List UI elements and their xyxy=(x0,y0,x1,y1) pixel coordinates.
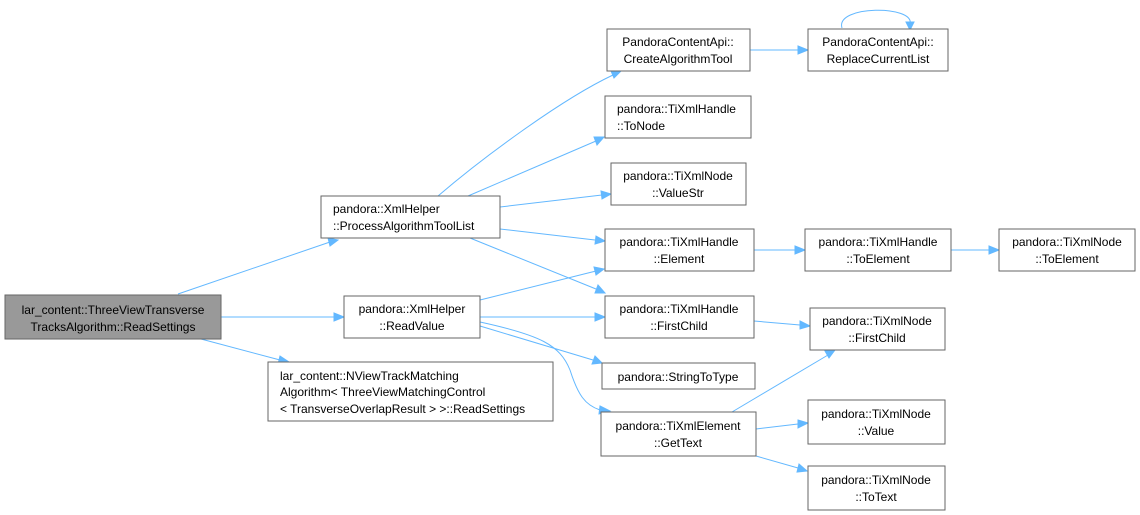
node-node-to-element-line-2: ::ToElement xyxy=(1035,252,1099,266)
node-node-value[interactable]: pandora::TiXmlNode ::Value xyxy=(807,399,946,445)
node-node-first-child[interactable]: pandora::TiXmlNode ::FirstChild xyxy=(809,307,946,351)
node-root[interactable]: lar_content::ThreeViewTransverse TracksA… xyxy=(4,294,222,340)
node-handle-to-element-line-1: pandora::TiXmlHandle xyxy=(819,235,938,249)
node-nview-read-settings-line-1: lar_content::NViewTrackMatching xyxy=(280,369,459,383)
node-create-algorithm-tool-line-2: CreateAlgorithmTool xyxy=(624,52,733,66)
node-node-value-line-2: ::Value xyxy=(858,424,895,438)
node-node-to-text-line-2: ::ToText xyxy=(855,490,897,504)
node-node-to-text[interactable]: pandora::TiXmlNode ::ToText xyxy=(807,465,946,511)
node-element-line-1: pandora::TiXmlHandle xyxy=(620,235,739,249)
edge-process-to-create-tool xyxy=(437,70,623,197)
node-process-tool-list-line-1: pandora::XmlHelper xyxy=(333,202,440,216)
edge-process-to-value-str xyxy=(499,190,613,208)
node-handle-first-child-line-2: ::FirstChild xyxy=(650,319,707,333)
node-root-line-1: lar_content::ThreeViewTransverse xyxy=(22,303,205,317)
node-to-node-line-2: ::ToNode xyxy=(617,119,665,133)
edge-root-to-read-value xyxy=(221,312,346,322)
edge-read-value-to-handle-first-child xyxy=(480,312,607,322)
node-replace-current-list[interactable]: PandoraContentApi:: ReplaceCurrentList xyxy=(807,28,949,72)
node-string-to-type-line-1: pandora::StringToType xyxy=(618,370,739,384)
node-string-to-type[interactable]: pandora::StringToType xyxy=(601,362,756,390)
node-read-value[interactable]: pandora::XmlHelper ::ReadValue xyxy=(343,295,481,339)
node-handle-to-element[interactable]: pandora::TiXmlHandle ::ToElement xyxy=(804,228,952,272)
node-root-line-2: TracksAlgorithm::ReadSettings xyxy=(31,320,196,334)
node-create-algorithm-tool-line-1: PandoraContentApi:: xyxy=(622,35,733,49)
node-handle-first-child[interactable]: pandora::TiXmlHandle ::FirstChild xyxy=(604,295,755,339)
edge-get-text-to-node-value xyxy=(755,419,810,430)
node-node-first-child-line-1: pandora::TiXmlNode xyxy=(822,314,932,328)
node-get-text-line-2: ::GetText xyxy=(654,436,703,450)
edge-process-to-handle-first-child xyxy=(469,237,607,294)
edge-create-tool-to-replace-list xyxy=(750,45,810,55)
edge-read-value-to-element xyxy=(479,266,606,301)
edge-get-text-to-node-to-text xyxy=(755,455,809,473)
node-value-str[interactable]: pandora::TiXmlNode ::ValueStr xyxy=(610,162,747,206)
node-create-algorithm-tool[interactable]: PandoraContentApi:: CreateAlgorithmTool xyxy=(606,28,751,72)
node-read-value-line-1: pandora::XmlHelper xyxy=(359,302,466,316)
edge-replace-list-self-loop xyxy=(841,9,915,32)
node-node-to-text-line-1: pandora::TiXmlNode xyxy=(821,473,931,487)
node-value-str-line-1: pandora::TiXmlNode xyxy=(623,169,733,183)
node-node-first-child-line-2: ::FirstChild xyxy=(848,331,905,345)
edge-root-to-process-tool-list xyxy=(177,237,340,295)
node-nview-read-settings[interactable]: lar_content::NViewTrackMatching Algorith… xyxy=(267,361,554,422)
node-element-line-2: ::Element xyxy=(654,252,705,266)
node-node-value-line-1: pandora::TiXmlNode xyxy=(821,407,931,421)
node-handle-first-child-line-1: pandora::TiXmlHandle xyxy=(620,302,739,316)
node-nview-read-settings-line-2: Algorithm< ThreeViewMatchingControl xyxy=(280,385,485,399)
node-replace-current-list-line-1: PandoraContentApi:: xyxy=(822,35,933,49)
node-process-tool-list-line-2: ::ProcessAlgorithmToolList xyxy=(333,219,475,233)
node-to-node-line-1: pandora::TiXmlHandle xyxy=(617,102,736,116)
node-process-tool-list[interactable]: pandora::XmlHelper ::ProcessAlgorithmToo… xyxy=(320,195,501,239)
edge-handle-to-element-to-node-to-element xyxy=(951,245,1001,255)
node-replace-current-list-line-2: ReplaceCurrentList xyxy=(827,52,930,66)
node-value-str-line-2: ::ValueStr xyxy=(652,186,704,200)
edge-read-value-to-string-to-type xyxy=(479,325,604,365)
node-node-to-element[interactable]: pandora::TiXmlNode ::ToElement xyxy=(998,228,1136,272)
node-to-node[interactable]: pandora::TiXmlHandle ::ToNode xyxy=(604,95,752,139)
edge-handle-first-child-to-node-first-child xyxy=(753,320,812,330)
node-nview-read-settings-line-3: < TransverseOverlapResult > >::ReadSetti… xyxy=(280,402,525,416)
edge-process-to-element xyxy=(499,228,607,245)
node-get-text-line-1: pandora::TiXmlElement xyxy=(616,419,742,433)
node-element[interactable]: pandora::TiXmlHandle ::Element xyxy=(604,228,755,272)
node-read-value-line-2: ::ReadValue xyxy=(379,319,444,333)
edge-root-to-nview-read-settings xyxy=(200,338,291,365)
node-node-to-element-line-1: pandora::TiXmlNode xyxy=(1012,235,1122,249)
edge-element-to-handle-to-element xyxy=(754,245,807,255)
node-get-text[interactable]: pandora::TiXmlElement ::GetText xyxy=(600,411,757,457)
node-handle-to-element-line-2: ::ToElement xyxy=(846,252,910,266)
edge-process-to-to-node xyxy=(467,136,606,197)
